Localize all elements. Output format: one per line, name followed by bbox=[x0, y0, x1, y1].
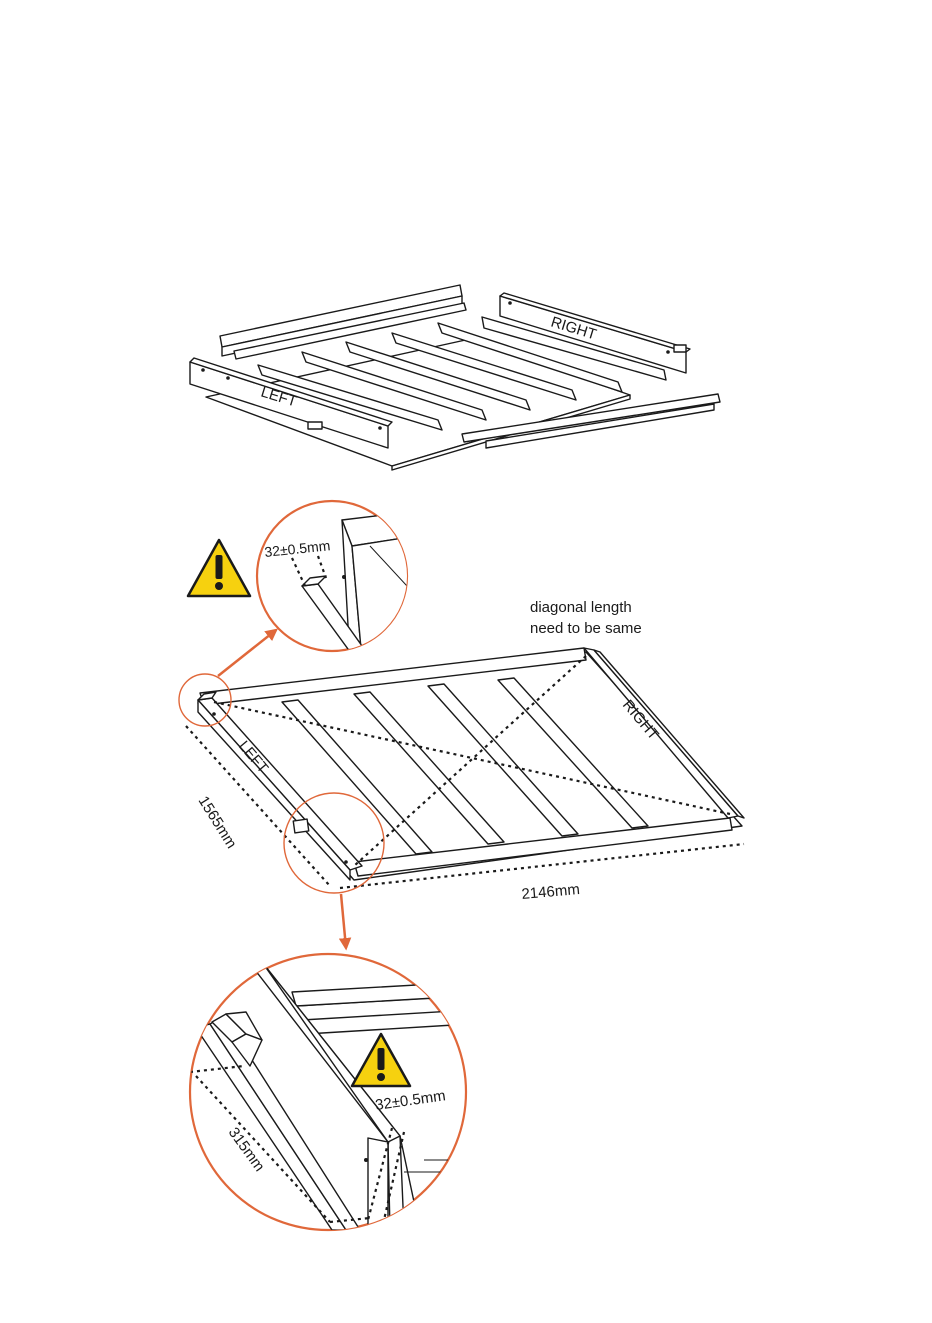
width-dimension-label: 1565mm bbox=[195, 793, 240, 852]
arrow-to-bottom-detail bbox=[341, 894, 346, 948]
top-detail-callout: 32±0.5mm bbox=[257, 501, 420, 660]
diagonal-note-line-1: diagonal length bbox=[530, 599, 632, 616]
diagonal-note-line-2: need to be same bbox=[530, 620, 642, 637]
bottom-detail-callout: 32±0.5mm 315mm bbox=[190, 954, 470, 1230]
arrow-to-top-detail bbox=[218, 630, 276, 676]
length-dimension-label: 2146mm bbox=[521, 881, 581, 903]
warning-icon bbox=[188, 540, 250, 596]
assembled-view: RIGHT LEFT 1565mm 2146mm diagonal length… bbox=[179, 599, 744, 903]
exploded-view: RIGHT LEFT bbox=[190, 285, 720, 470]
